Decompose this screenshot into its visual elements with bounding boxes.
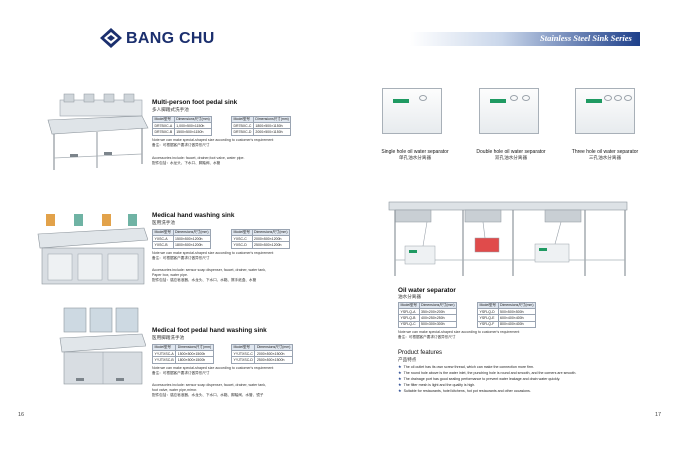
separator-caption-2: Double hole oil water separator 双孔油水分离器 <box>476 149 546 160</box>
col-dimensions: Dimensions尺寸(mm) <box>173 115 213 124</box>
hole-icon <box>614 95 622 101</box>
col-dimensions: Dimensions尺寸(mm) <box>252 115 292 124</box>
multi-sink-accessories: Accessories include: faucet, drainer,foo… <box>152 156 245 166</box>
list-item: ★The drainage port has good sealing perf… <box>398 376 561 381</box>
hole-icon <box>419 95 427 101</box>
multi-sink-image <box>42 92 150 174</box>
brand-logo <box>100 28 122 48</box>
series-band <box>410 32 640 46</box>
oil-separator-note: Note:we can make special-shaped size acc… <box>398 330 520 340</box>
medical-sink-title: Medical hand washing sink <box>152 212 235 219</box>
col-dimensions: Dimensions尺寸(mm) <box>497 301 537 310</box>
foot-sink-subtitle: 医用脚踏洗手池 <box>152 335 185 340</box>
kitchen-sink-separator-image <box>385 198 635 280</box>
medical-sink-note: Note:we can make special-shaped size acc… <box>152 251 274 261</box>
list-item: ★Suitable for restaurants, hotel kitchen… <box>398 388 531 393</box>
col-dimensions: Dimensions尺寸(mm) <box>251 228 291 237</box>
medical-sink-accessories: Accessories include: sensor soap dispens… <box>152 268 267 283</box>
product-label <box>393 99 409 103</box>
double-hole-separator-image <box>479 88 539 134</box>
hole-icon <box>522 95 530 101</box>
hole-icon <box>510 95 518 101</box>
col-dimensions: Dimensions尺寸(mm) <box>418 301 458 310</box>
col-model: Model型号 <box>152 228 174 237</box>
multi-sink-subtitle: 多人脚踏式洗手池 <box>152 107 189 112</box>
hole-icon <box>624 95 632 101</box>
features-subtitle: 产品特点 <box>398 357 417 362</box>
page-number-left: 16 <box>18 412 25 418</box>
col-model: Model型号 <box>231 228 253 237</box>
col-model: Model型号 <box>398 301 420 310</box>
col-model: Model型号 <box>477 301 499 310</box>
product-label <box>490 99 506 103</box>
col-model: Model型号 <box>152 115 175 124</box>
star-bullet-icon: ★ <box>398 376 402 381</box>
oil-separator-title: Oil water separator <box>398 287 456 294</box>
star-bullet-icon: ★ <box>398 388 402 393</box>
list-item: ★The round hole above is the water inlet… <box>398 370 577 375</box>
foot-sink-image <box>58 306 147 388</box>
three-hole-separator-image <box>575 88 635 134</box>
foot-sink-title: Medical foot pedal hand washing sink <box>152 327 267 334</box>
foot-sink-accessories: Accessories include: sensor soap dispens… <box>152 383 267 398</box>
page-number-right: 17 <box>655 412 662 418</box>
star-bullet-icon: ★ <box>398 370 402 375</box>
col-dimensions: Dimensions尺寸(mm) <box>175 343 214 352</box>
single-hole-separator-image <box>382 88 442 134</box>
logo-mark-icon <box>100 28 122 48</box>
hole-icon <box>604 95 612 101</box>
features-title: Product features <box>398 350 443 356</box>
col-dimensions: Dimensions尺寸(mm) <box>254 343 293 352</box>
oil-separator-subtitle: 油水分离器 <box>398 294 421 299</box>
brand-name: BANG CHU <box>126 30 215 47</box>
features-list: ★The oil outlet has its own screw thread… <box>398 364 658 394</box>
list-item: ★The filter mesh is light and the qualit… <box>398 382 476 387</box>
multi-sink-note: Note:we can make special-shaped size acc… <box>152 138 274 148</box>
separator-caption-3: Three hole oil water separator 三孔油水分离器 <box>571 149 639 160</box>
col-dimensions: Dimensions尺寸(mm) <box>172 228 212 237</box>
series-title: Stainless Steel Sink Series <box>540 33 632 43</box>
multi-sink-title: Multi-person foot pedal sink <box>152 99 238 106</box>
list-item: ★The oil outlet has its own screw thread… <box>398 364 535 369</box>
star-bullet-icon: ★ <box>398 382 402 387</box>
medical-sink-image <box>36 210 149 288</box>
separator-caption-1: Single hole oil water separator 单孔油水分离器 <box>381 149 449 160</box>
foot-sink-note: Note:we can make special-shaped size acc… <box>152 366 274 376</box>
star-bullet-icon: ★ <box>398 364 402 369</box>
medical-sink-subtitle: 医用洗手池 <box>152 220 175 225</box>
product-label <box>586 99 602 103</box>
